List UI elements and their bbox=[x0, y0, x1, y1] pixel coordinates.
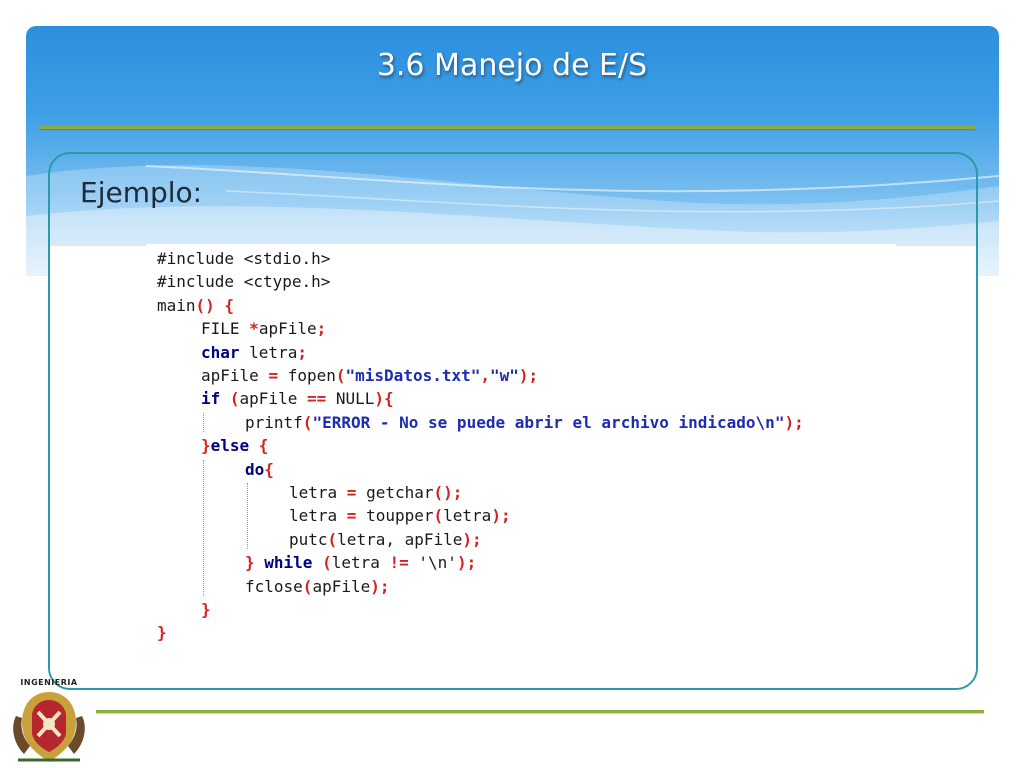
code-token: ( bbox=[312, 553, 332, 573]
code-token: toupper bbox=[356, 506, 434, 526]
code-token: = bbox=[268, 366, 279, 385]
code-token: ( bbox=[220, 389, 240, 409]
eagle-shield-icon bbox=[13, 692, 85, 762]
code-token: ( bbox=[433, 506, 444, 526]
code-token: ); bbox=[462, 529, 482, 549]
code-token: putc bbox=[289, 529, 328, 549]
code-line: putc(letra, apFile); bbox=[289, 528, 482, 551]
code-line: main() { bbox=[157, 294, 234, 317]
code-token: = bbox=[346, 506, 357, 526]
code-token: #include <stdio.h> bbox=[157, 249, 331, 268]
footer-divider bbox=[96, 710, 984, 713]
code-line: } bbox=[201, 598, 211, 621]
section-label: Ejemplo: bbox=[80, 176, 203, 209]
code-token: main bbox=[157, 295, 196, 315]
code-line: if (apFile == NULL){ bbox=[201, 387, 394, 410]
code-token: ); bbox=[491, 506, 511, 526]
code-token: do bbox=[245, 459, 265, 479]
code-token: if bbox=[201, 389, 221, 409]
code-line: apFile = fopen("misDatos.txt","w"); bbox=[201, 364, 538, 387]
title-divider bbox=[40, 126, 975, 129]
logo-text: INGENIERIA bbox=[20, 678, 78, 687]
code-line: FILE *apFile; bbox=[201, 317, 326, 340]
code-token: ){ bbox=[374, 389, 394, 409]
code-token: ); bbox=[784, 412, 804, 432]
code-token: while bbox=[254, 553, 313, 573]
code-token: } bbox=[201, 436, 211, 456]
code-token: "w" bbox=[490, 366, 519, 385]
code-line: do{ bbox=[245, 458, 274, 481]
code-token: () { bbox=[195, 295, 235, 315]
code-line: printf("ERROR - No se puede abrir el arc… bbox=[245, 411, 804, 434]
indent-guide bbox=[203, 412, 204, 433]
code-line: char letra; bbox=[201, 341, 307, 364]
code-token: ); bbox=[518, 366, 539, 385]
code-token: , bbox=[480, 366, 491, 385]
code-token: } bbox=[245, 553, 255, 573]
code-token: ( bbox=[327, 529, 338, 549]
slide-title: 3.6 Manejo de E/S bbox=[376, 48, 648, 83]
code-token: apFile bbox=[239, 389, 307, 409]
code-token: * bbox=[249, 319, 259, 339]
code-token: ); bbox=[370, 576, 390, 596]
code-line: fclose(apFile); bbox=[245, 575, 390, 598]
code-token: NULL bbox=[326, 389, 375, 409]
code-token: (); bbox=[433, 483, 463, 502]
code-token: ( bbox=[302, 576, 313, 596]
code-token: "misDatos.txt" bbox=[345, 366, 481, 385]
code-token: getchar bbox=[356, 483, 434, 502]
code-token: else bbox=[210, 436, 250, 456]
code-token: FILE bbox=[201, 319, 250, 339]
code-line: }else { bbox=[201, 434, 268, 457]
code-token: letra bbox=[239, 342, 298, 362]
code-line: } bbox=[157, 621, 167, 644]
code-token: apFile bbox=[201, 366, 269, 385]
code-token: == bbox=[306, 389, 327, 409]
code-line: letra = toupper(letra); bbox=[289, 504, 511, 527]
code-listing: #include <stdio.h>#include <ctype.h>main… bbox=[146, 244, 896, 654]
code-token: { bbox=[249, 436, 269, 456]
code-token: fclose bbox=[245, 576, 303, 596]
code-token: letra bbox=[289, 483, 347, 502]
code-token: letra bbox=[443, 506, 492, 526]
code-token: ; bbox=[297, 342, 307, 362]
code-token: } bbox=[157, 623, 167, 643]
code-token: char bbox=[201, 342, 240, 362]
code-token: ( bbox=[302, 412, 313, 432]
code-token: "ERROR - No se puede abrir el archivo in… bbox=[312, 412, 785, 432]
code-token: #include <ctype.h> bbox=[157, 272, 331, 292]
code-token: != bbox=[389, 553, 409, 573]
code-token: ( bbox=[335, 366, 346, 385]
code-line: #include <ctype.h> bbox=[157, 270, 330, 293]
code-token: letra, apFile bbox=[337, 529, 463, 549]
indent-guide bbox=[203, 459, 204, 596]
code-token: letra bbox=[289, 506, 347, 526]
code-token: ); bbox=[456, 553, 477, 573]
indent-guide bbox=[247, 483, 248, 550]
code-token: printf bbox=[245, 412, 303, 432]
university-logo: INGENIERIA bbox=[8, 676, 90, 766]
code-token: ; bbox=[316, 319, 327, 339]
code-line: #include <stdio.h> bbox=[157, 247, 330, 270]
code-token: apFile bbox=[312, 576, 371, 596]
code-line: letra = getchar(); bbox=[289, 481, 462, 504]
code-token: '\n' bbox=[408, 553, 457, 573]
code-token: } bbox=[201, 600, 211, 619]
code-token: apFile bbox=[258, 319, 317, 339]
code-token: fopen bbox=[278, 366, 336, 385]
code-token: letra bbox=[331, 553, 390, 573]
code-token: = bbox=[346, 483, 357, 502]
code-token: { bbox=[264, 459, 274, 479]
code-line: } while (letra != '\n'); bbox=[245, 551, 476, 574]
